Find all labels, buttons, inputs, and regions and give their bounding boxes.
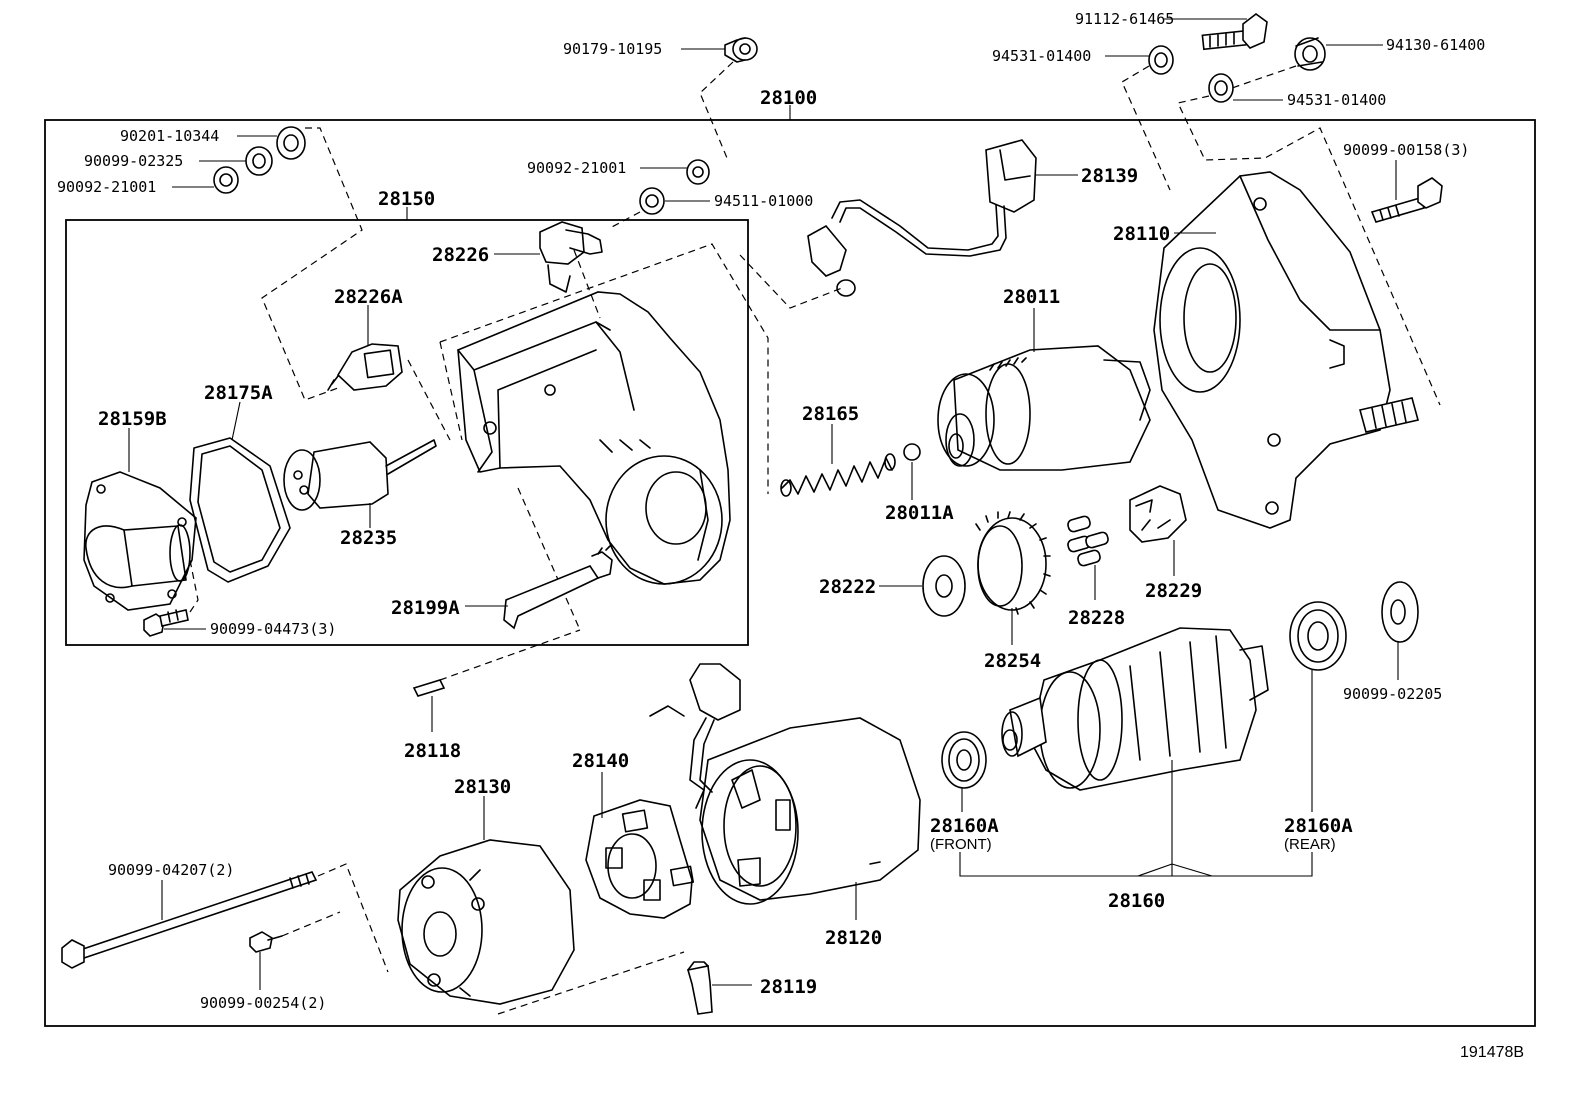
drive-housing-28110 xyxy=(1153,171,1419,529)
retainer-28229 xyxy=(1129,485,1187,543)
gasket-28175A xyxy=(189,437,291,583)
label-28160A-rear: 28160A xyxy=(1284,815,1353,837)
lever-28199A xyxy=(503,545,613,630)
label-90099-04473: 90099-04473(3) xyxy=(210,620,336,638)
label-28199A: 28199A xyxy=(391,597,460,619)
label-28159B: 28159B xyxy=(98,408,167,430)
label-90099-04207: 90099-04207(2) xyxy=(108,861,234,879)
brush-holder-28140 xyxy=(585,799,695,919)
label-28226A: 28226A xyxy=(334,286,403,308)
terminal-28226 xyxy=(539,221,603,293)
nut-94130-61400 xyxy=(1294,37,1326,71)
label-91112-61465: 91112-61465 xyxy=(1075,10,1174,28)
yoke-28120 xyxy=(649,663,921,905)
pin-28118 xyxy=(412,679,446,697)
label-90099-00158: 90099-00158(3) xyxy=(1343,141,1469,159)
label-94130-61400: 94130-61400 xyxy=(1386,36,1485,54)
plug-28119 xyxy=(686,961,713,1015)
washer-90099-02325 xyxy=(245,146,273,176)
washer-90099-02205 xyxy=(1381,581,1419,643)
label-90092-21001-a: 90092-21001 xyxy=(57,178,156,196)
washer-94511-01000 xyxy=(639,187,665,215)
bearing-28160A-front xyxy=(941,731,987,789)
ball-28011A xyxy=(903,443,921,461)
label-28140: 28140 xyxy=(572,750,629,772)
label-28150: 28150 xyxy=(378,188,435,210)
label-28226: 28226 xyxy=(432,244,489,266)
bolt-90099-04207 xyxy=(61,871,318,969)
screw-90099-04473 xyxy=(143,609,189,637)
nut-90092-21001-b xyxy=(686,159,710,185)
label-28110: 28110 xyxy=(1113,223,1170,245)
bolt-90099-00158 xyxy=(1370,177,1443,223)
label-28222: 28222 xyxy=(819,576,876,598)
label-28011: 28011 xyxy=(1003,286,1060,308)
rollers-28228 xyxy=(1067,515,1109,567)
armature-28160 xyxy=(1001,627,1269,791)
lead-wire-28139 xyxy=(807,139,1037,297)
label-90099-00254: 90099-00254(2) xyxy=(200,994,326,1012)
cover-28159B xyxy=(83,471,197,611)
gear-28254 xyxy=(975,511,1051,615)
label-28139: 28139 xyxy=(1081,165,1138,187)
label-28229: 28229 xyxy=(1145,580,1202,602)
label-28160A-front: 28160A xyxy=(930,815,999,837)
label-28160: 28160 xyxy=(1108,890,1165,912)
solenoid-housing-28150 xyxy=(457,291,731,585)
label-28130: 28130 xyxy=(454,776,511,798)
label-90099-02205: 90099-02205 xyxy=(1343,685,1442,703)
spring-28165 xyxy=(780,453,896,497)
label-94511-01000: 94511-01000 xyxy=(714,192,813,210)
label-28120: 28120 xyxy=(825,927,882,949)
label-28254: 28254 xyxy=(984,650,1041,672)
label-28100: 28100 xyxy=(760,87,817,109)
label-28011A: 28011A xyxy=(885,502,954,524)
washer-90201-10344 xyxy=(276,126,306,160)
label-rear: (REAR) xyxy=(1284,836,1336,853)
label-28235: 28235 xyxy=(340,527,397,549)
plunger-28235 xyxy=(283,439,437,511)
end-frame-28130 xyxy=(397,839,575,1005)
label-90179-10195: 90179-10195 xyxy=(563,40,662,58)
label-28165: 28165 xyxy=(802,403,859,425)
washer-28222 xyxy=(922,555,966,617)
label-28175A: 28175A xyxy=(204,382,273,404)
nut-90179-10195 xyxy=(724,37,758,63)
diagram-code: 191478B xyxy=(1460,1044,1524,1061)
screw-90099-00254 xyxy=(249,931,283,953)
nut-90092-21001-a xyxy=(213,166,239,194)
label-94531-01400-a: 94531-01400 xyxy=(992,47,1091,65)
washer-94531-01400-b xyxy=(1208,73,1234,103)
label-90092-21001-b: 90092-21001 xyxy=(527,159,626,177)
terminal-28226A xyxy=(327,343,403,391)
label-90099-02325: 90099-02325 xyxy=(84,152,183,170)
label-28118: 28118 xyxy=(404,740,461,762)
label-90201-10344: 90201-10344 xyxy=(120,127,219,145)
washer-94531-01400-a xyxy=(1148,45,1174,75)
label-94531-01400-b: 94531-01400 xyxy=(1287,91,1386,109)
label-28228: 28228 xyxy=(1068,607,1125,629)
label-28119: 28119 xyxy=(760,976,817,998)
bolt-91112-61465 xyxy=(1201,13,1268,51)
bearing-28160A-rear xyxy=(1289,601,1347,671)
label-front: (FRONT) xyxy=(930,836,992,853)
clutch-28011 xyxy=(937,345,1151,471)
